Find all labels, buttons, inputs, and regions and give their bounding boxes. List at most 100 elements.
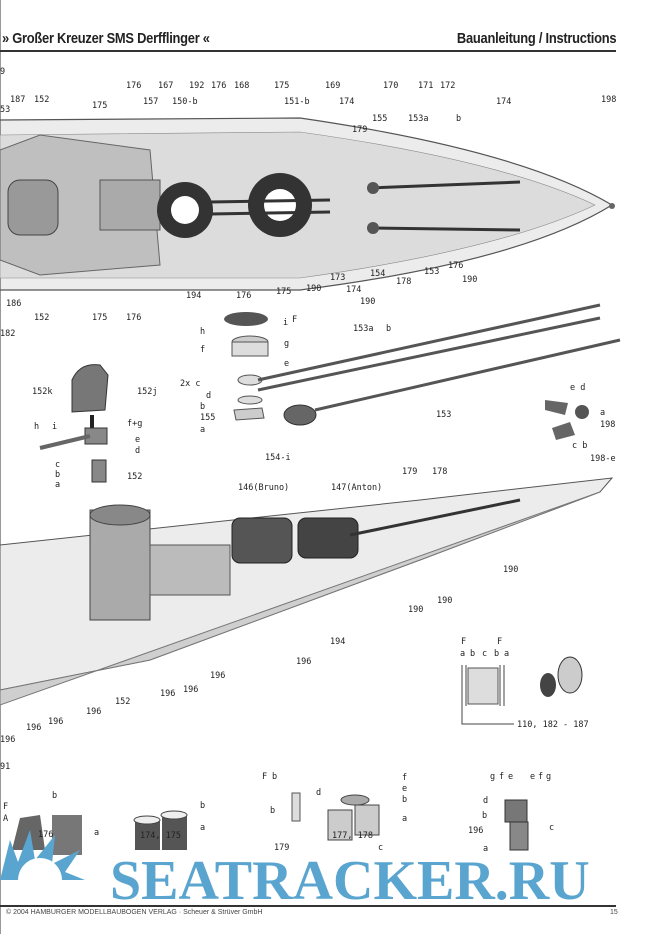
details-part-label: d <box>483 796 489 806</box>
top-view-part-label: 152 <box>34 95 50 105</box>
side-view-part-label: 190 <box>437 596 453 606</box>
parts-part-label: d <box>135 446 141 456</box>
parts-part-label: 152 <box>127 472 143 482</box>
side-view-part-label: 194 <box>330 637 346 647</box>
top-view-part-label: 178 <box>396 277 412 287</box>
side-view-part-label: 178 <box>432 467 448 477</box>
details-part-label: c <box>549 823 555 833</box>
top-view-part-label: 174 <box>346 285 362 295</box>
side-view-part-label: 152 <box>115 697 131 707</box>
parts-part-label: f <box>200 345 206 355</box>
top-view-part-label: 175 <box>92 313 108 323</box>
details-part-label: g <box>546 772 552 782</box>
top-view-part-label: 175 <box>92 101 108 111</box>
side-view-part-label: 196 <box>296 657 312 667</box>
parts-part-label: f+g <box>127 419 143 429</box>
spool-part-label: 110, 182 - 187 <box>517 720 589 730</box>
details-part-label: f <box>538 772 544 782</box>
details-part-label: 177, 178 <box>332 831 373 841</box>
details-part-label: a <box>483 844 489 854</box>
details-part-label: b <box>200 801 206 811</box>
side-view-part-label: 146(Bruno) <box>238 483 290 493</box>
top-view-part-label: 151-b <box>284 97 310 107</box>
details-part-label: a <box>200 823 206 833</box>
parts-part-label: 153a <box>353 324 374 334</box>
parts-part-label: 153 <box>436 410 452 420</box>
parts-part-label: h <box>34 422 40 432</box>
top-view-part-label: 186 <box>6 299 22 309</box>
side-view-part-label: 196 <box>160 689 176 699</box>
top-view-part-label: 153 <box>424 267 440 277</box>
top-view-part-label: 175 <box>274 81 290 91</box>
parts-part-label: 152j <box>137 387 158 397</box>
details-part-label: f <box>402 773 408 783</box>
parts-part-label: F <box>292 315 298 325</box>
parts-part-label: i <box>283 318 289 328</box>
cable-reel <box>461 656 583 725</box>
parts-part-label: 198 <box>600 420 616 430</box>
parts-part-label: a <box>55 480 61 490</box>
top-view-part-label: b <box>456 114 462 124</box>
parts-part-label: b <box>200 402 206 412</box>
spool-part-label: a <box>504 649 510 659</box>
top-view-part-label: 192 <box>189 81 205 91</box>
top-view-part-label: 194 <box>186 291 202 301</box>
spool-part-label: F <box>461 637 467 647</box>
top-view-part-label: 169 <box>325 81 341 91</box>
top-view-part-label: 168 <box>234 81 250 91</box>
side-view-part-label: 190 <box>503 565 519 575</box>
details-part-label: 91 <box>0 762 11 772</box>
parts-part-label: a <box>600 408 606 418</box>
details-part-label: 174, 175 <box>140 831 181 841</box>
side-view-part-label: 196 <box>26 723 42 733</box>
top-view-part-label: 176 <box>211 81 227 91</box>
details-part-label: b <box>272 772 278 782</box>
details-part-label: a <box>94 828 100 838</box>
parts-part-label: b <box>386 324 392 334</box>
parts-part-label: e <box>135 435 141 445</box>
parts-part-label: 152k <box>32 387 53 397</box>
parts-part-label: i <box>52 422 58 432</box>
details-part-label: b <box>402 795 408 805</box>
details-part-label: b <box>52 791 58 801</box>
parts-part-label: 155 <box>200 413 216 423</box>
page-number: 15 <box>610 909 618 916</box>
spool-part-label: b <box>470 649 476 659</box>
parts-part-label: e <box>284 359 290 369</box>
details-part-label: b <box>482 811 488 821</box>
top-view-part-label: 190 <box>360 297 376 307</box>
parts-part-label: 154-i <box>265 453 291 463</box>
footer-rule <box>0 905 616 907</box>
details-part-label: d <box>316 788 322 798</box>
top-view-part-label: 171 <box>418 81 434 91</box>
top-view-part-label: 182 <box>0 329 16 339</box>
spool-part-label: F <box>497 637 503 647</box>
deck-fittings <box>12 792 529 855</box>
exploded-parts <box>39 303 621 483</box>
top-view-part-label: 157 <box>143 97 159 107</box>
side-view-part-label: 196 <box>183 685 199 695</box>
top-view-part-label: 190 <box>306 284 322 294</box>
parts-part-label: b <box>55 470 61 480</box>
top-view-part-label: 176 <box>126 81 142 91</box>
details-part-label: e <box>508 772 514 782</box>
details-part-label: c <box>378 843 384 853</box>
top-view-part-label: 53 <box>0 105 11 115</box>
footer-copyright: © 2004 HAMBURGER MODELLBAUBOGEN VERLAG ·… <box>6 909 263 916</box>
scan-edge <box>0 0 1 934</box>
parts-part-label: h <box>200 327 206 337</box>
top-view-part-label: 150-b <box>172 97 198 107</box>
spool-part-label: b <box>494 649 500 659</box>
details-part-label: f <box>499 772 505 782</box>
details-part-label: e <box>530 772 536 782</box>
details-part-label: b <box>270 806 276 816</box>
spool-part-label: a <box>460 649 466 659</box>
parts-part-label: c <box>55 460 61 470</box>
top-view-part-label: 179 <box>352 125 368 135</box>
top-view-part-label: 154 <box>370 269 386 279</box>
top-view-part-label: 172 <box>440 81 456 91</box>
side-view-part-label: 196 <box>0 735 16 745</box>
top-view-part-label: 187 <box>10 95 26 105</box>
parts-part-label: a <box>200 425 206 435</box>
